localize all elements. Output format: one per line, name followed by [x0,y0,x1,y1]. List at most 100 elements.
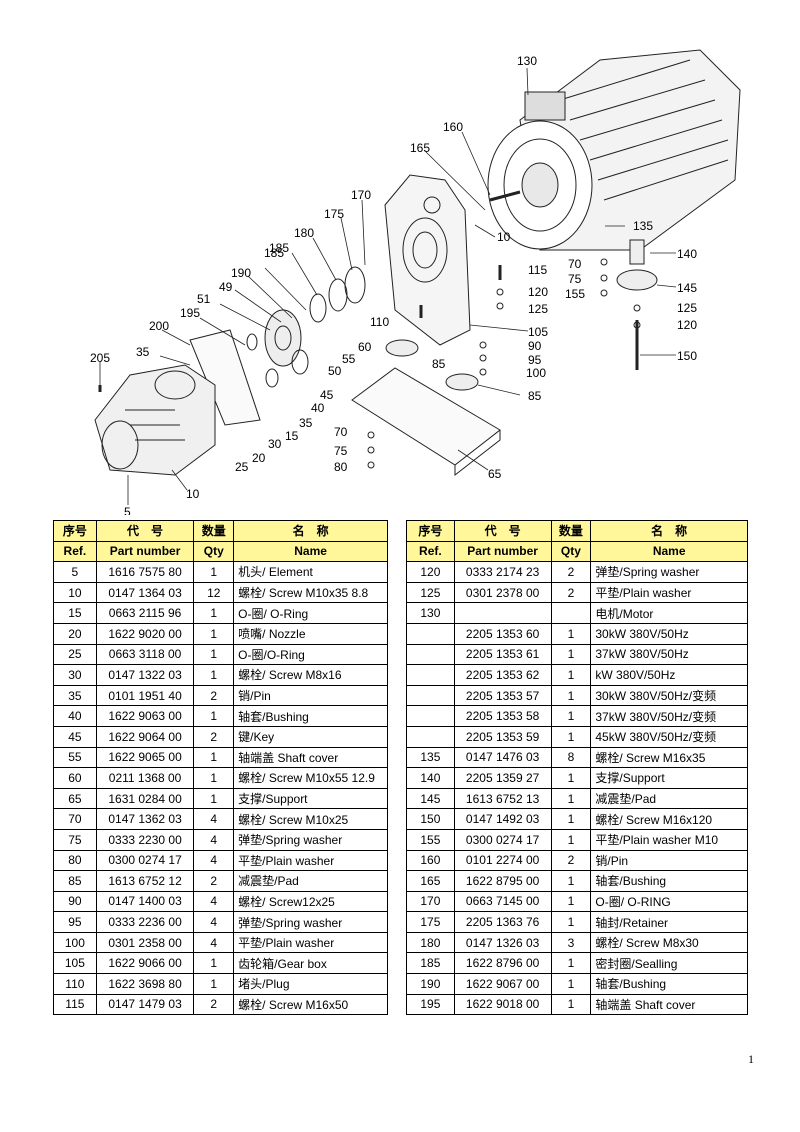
cell-part-number: 1622 9063 00 [95,705,195,727]
cell-qty: 1 [550,643,592,666]
callout-label: 45 [320,388,334,402]
cell-name: 轴套/Bushing [590,870,748,892]
cell-name: 螺栓/ Screw M10x35 8.8 [233,581,388,604]
cell-name: 螺栓/ Screw M16x120 [590,808,748,830]
cell-ref: 55 [53,746,97,769]
cell-qty: 1 [193,952,235,975]
cell-ref: 25 [53,643,97,666]
callout-label: 35 [299,416,313,430]
header-ref-en: Ref. [53,540,97,563]
callout-label: 195 [180,306,200,320]
cell-part-number: 2205 1353 60 [453,622,552,645]
cell-name: 弹垫/Spring washer [233,828,388,851]
cell-ref: 75 [53,828,97,851]
cell-part-number: 2205 1363 76 [453,911,552,933]
header-part-en: Part number [95,540,195,563]
cell-ref: 195 [406,993,455,1016]
table-header-row-en: Ref. Part number Qty Name [53,540,388,563]
cell-part-number: 0147 1322 03 [95,664,195,686]
cell-qty: 1 [550,767,592,789]
cell-part-number: 1622 8795 00 [453,870,552,892]
cell-qty: 2 [193,725,235,748]
cell-name: 螺栓/ Screw M16x35 [590,746,748,769]
cell-name: 螺栓/ Screw12x25 [233,890,388,913]
cell-qty: 1 [550,973,592,995]
cell-ref: 135 [406,746,455,769]
cell-name: 键/Key [233,725,388,748]
cell-qty: 1 [550,952,592,975]
header-name-cn: 名 称 [590,520,748,542]
callout-label: 85 [528,389,542,403]
callout-label: 175 [324,207,344,221]
cell-name: 螺栓/ Screw M10x25 [233,808,388,830]
callout-label: 95 [528,353,542,367]
cell-name: 轴封/Retainer [590,911,748,933]
cell-part-number: 0147 1479 03 [95,993,195,1016]
callout-label: 185 [269,241,289,255]
header-part-cn: 代 号 [453,520,552,542]
cell-name: 轴端盖 Shaft cover [590,993,748,1016]
callout-label: 120 [528,285,548,299]
cell-ref: 150 [406,808,455,830]
cell-qty: 2 [193,684,235,707]
cell-qty: 2 [193,993,235,1016]
cell-name: 密封圈/Sealling [590,952,748,975]
cell-part-number: 0333 2230 00 [95,828,195,851]
header-qty-en: Qty [193,540,235,563]
element-drawing [94,364,216,476]
cell-qty: 1 [193,973,235,995]
cell-qty: 1 [193,705,235,727]
cell-qty: 4 [193,911,235,933]
cell-qty: 12 [193,581,235,604]
header-qty-cn: 数量 [550,520,592,542]
callout-label: 55 [342,352,356,366]
callout-label: 5 [124,505,131,515]
callout-label: 125 [528,302,548,316]
cell-name: 机头/ Element [233,561,388,583]
table-header-row-en: Ref. Part number Qty Name [406,540,748,563]
cell-qty: 4 [193,849,235,872]
cell-qty: 1 [193,561,235,583]
callout-label: 185 [264,246,284,260]
cell-qty: 8 [550,746,592,769]
cell-qty: 2 [550,849,592,872]
fasteners-drawing [98,258,641,469]
cell-qty: 1 [550,911,592,933]
callout-label: 75 [334,444,348,458]
cell-ref: 30 [53,664,97,686]
cell-ref: 85 [53,870,97,892]
cell-part-number: 1622 9065 00 [95,746,195,769]
callout-label: 165 [410,141,430,155]
cell-ref: 140 [406,767,455,789]
cell-part-number: 0147 1326 03 [453,931,552,954]
cell-part-number: 1613 6752 12 [95,870,195,892]
cell-name: kW 380V/50Hz [590,664,748,686]
cell-part-number: 1622 9067 00 [453,973,552,995]
cell-part-number: 2205 1353 57 [453,684,552,707]
gearbox-drawing [384,174,471,346]
parts-table-right: 序号 代 号 数量 名 称 Ref. Part number Qty Name … [406,520,748,1016]
cell-part-number: 1622 8796 00 [453,952,552,975]
cell-name: 弹垫/Spring washer [233,911,388,933]
callout-label: 160 [443,120,463,134]
callout-label: 135 [633,219,653,233]
cell-name: 平垫/Plain washer [233,931,388,954]
cell-name: 轴套/Bushing [233,705,388,727]
callout-label: 25 [235,460,249,474]
cell-part-number [453,602,552,624]
header-ref-cn: 序号 [53,520,97,542]
